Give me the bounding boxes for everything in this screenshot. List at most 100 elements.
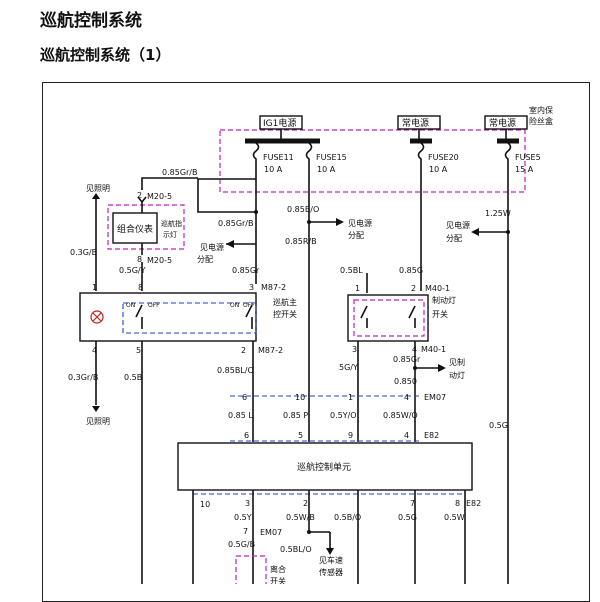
label-labels-pd1-b: 分配: [348, 231, 364, 240]
label-pins-p6: 6: [242, 393, 247, 402]
brake-switch-box: [347, 294, 429, 342]
page-title: 巡航控制系统: [40, 11, 142, 31]
label-wires-w-05wb: 0.5W/B: [286, 513, 315, 522]
label-pins-e5: 5: [298, 431, 303, 440]
label-labels-brake-sw1: 制动灯: [432, 295, 456, 305]
label-connectors-em07: EM07: [424, 393, 446, 402]
label-pins-p2b: 2: [411, 284, 416, 293]
label-labels-off1: OFF: [148, 302, 160, 309]
label-labels-pd2-b: 分配: [446, 234, 462, 243]
label-pins-p2c: 2: [241, 346, 246, 355]
wire-segment: [471, 228, 479, 236]
label-wires-w-05b: 0.5B: [124, 373, 142, 382]
cruise-main-switch-box: [79, 292, 257, 342]
label-labels-brake-sw2: 开关: [432, 309, 448, 319]
fuse-box-label-1: 室内保: [529, 105, 553, 115]
label-wires-w-05gy2: 5G/Y: [339, 363, 358, 372]
fuse-box-label-2: 险丝盒: [529, 116, 553, 126]
fuse5-rating: 15 A: [515, 165, 534, 174]
label-pins-e6: 6: [244, 431, 249, 440]
cluster-outline: [107, 204, 185, 250]
battery-power-label-2: 常电源: [489, 117, 516, 129]
label-wires-w-085g: 0.85G: [399, 266, 423, 275]
wire-segment: [226, 240, 234, 248]
fuse15-rating: 10 A: [317, 165, 336, 174]
label-labels-cluster: 组合仪表: [117, 223, 153, 235]
wire-segment: [135, 304, 143, 329]
label-labels-pd3-b: 分配: [197, 255, 213, 264]
label-labels-cruise-ind1: 巡航指: [161, 219, 182, 228]
label-connectors-m40-1b: M40-1: [421, 345, 446, 354]
brake-switch-dashed: [353, 299, 425, 337]
label-labels-clutch2: 开关: [270, 576, 286, 584]
label-wires-w-05gb: 0.5G/B: [228, 540, 255, 549]
label-wires-w-05gy: 0.5G/Y: [119, 266, 146, 275]
fuse20-symbol: [417, 142, 425, 179]
label-connectors-m20-5: M20-5: [147, 192, 172, 201]
label-pins-e4: 4: [404, 431, 409, 440]
fuse20-name: FUSE20: [428, 153, 459, 162]
label-wires-w-05yo: 0.5Y/O: [330, 411, 357, 420]
label-pins-e9: 9: [348, 431, 353, 440]
battery-power-label-1: 常电源: [402, 117, 429, 129]
label-pins-p3b: 3: [352, 345, 357, 354]
ig1-power-label: IG1电源: [263, 117, 296, 129]
label-labels-pd1-a: 见电源: [348, 218, 372, 228]
fuse11-name: FUSE11: [263, 153, 294, 162]
label-wires-w-085gr: 0.85Gr: [232, 266, 260, 275]
label-wires-w-05y: 0.5Y: [234, 513, 252, 522]
wire-segment: [336, 218, 344, 226]
label-pins-p10: 10: [295, 393, 305, 402]
label-pins-p5: 5: [136, 346, 141, 355]
label-wires-w-085grb: 0.85Gr/B: [218, 219, 253, 228]
fuse11-symbol: [252, 142, 260, 179]
label-connectors-m40-1: M40-1: [425, 284, 450, 293]
page-subtitle: 巡航控制系统（1）: [40, 46, 171, 64]
fuse20-rating: 10 A: [429, 165, 448, 174]
label-pins-b3: 3: [245, 499, 250, 508]
label-pins-b2: 2: [303, 499, 308, 508]
fuse15-symbol: [305, 142, 313, 179]
label-labels-main-sw1: 巡航主: [273, 297, 297, 307]
label-wires-w-03gb: 0.3G/B: [70, 248, 97, 257]
label-wires-w-085bo: 0.85B/O: [287, 205, 319, 214]
label-labels-cruise-ind2: 示灯: [163, 230, 177, 239]
label-labels-lighting-bot: 见照明: [86, 417, 110, 426]
label-pins-p1: 1: [92, 283, 97, 292]
label-connectors-em07b: EM07: [260, 528, 282, 537]
label-connectors-e82b: E82: [466, 499, 481, 508]
fuse5-name: FUSE5: [515, 153, 541, 162]
label-wires-w-03grb: 0.3Gr/B: [68, 373, 98, 382]
wire-segment: [92, 312, 102, 322]
label-wires-w-125w: 1.25W: [485, 209, 511, 218]
label-labels-clutch1: 离合: [270, 564, 286, 574]
label-wires-w-085p: 0.85 P: [283, 411, 308, 420]
label-labels-off2: OFF: [243, 302, 255, 309]
label-pins-p1c: 1: [348, 393, 353, 402]
wire-segment: [360, 305, 416, 328]
fuse15-name: FUSE15: [316, 153, 347, 162]
label-wires-w-05blo: 0.5BL/O: [280, 545, 312, 554]
label-pins-p4c: 4: [404, 393, 409, 402]
clutch-switch-outline: [235, 555, 267, 584]
label-pins-b7: 7: [410, 499, 415, 508]
label-pins-p7: 7: [243, 527, 248, 536]
wire-segment: [141, 177, 198, 190]
label-pins-b8: 8: [455, 499, 460, 508]
main-switch-dashed: [122, 302, 257, 334]
label-pins-p4: 4: [92, 346, 97, 355]
ecu-label: 巡航控制单元: [297, 461, 351, 473]
label-labels-on2: ON: [230, 302, 239, 309]
wire-segment: [92, 406, 100, 412]
fuse11-rating: 10 A: [264, 165, 283, 174]
label-pins-p8b: 8: [138, 283, 143, 292]
label-wires-w-05bl: 0.5BL: [340, 266, 363, 275]
wire-segment: [92, 193, 100, 199]
label-connectors-m20-5b: M20-5: [147, 256, 172, 265]
wire-segment: [197, 178, 256, 213]
fuse5-symbol: [504, 142, 512, 179]
label-pins-p1b: 1: [355, 284, 360, 293]
label-labels-main-sw2: 控开关: [273, 309, 297, 319]
label-labels-speed2: 传感器: [319, 567, 343, 577]
lamp-symbol: [90, 310, 104, 324]
